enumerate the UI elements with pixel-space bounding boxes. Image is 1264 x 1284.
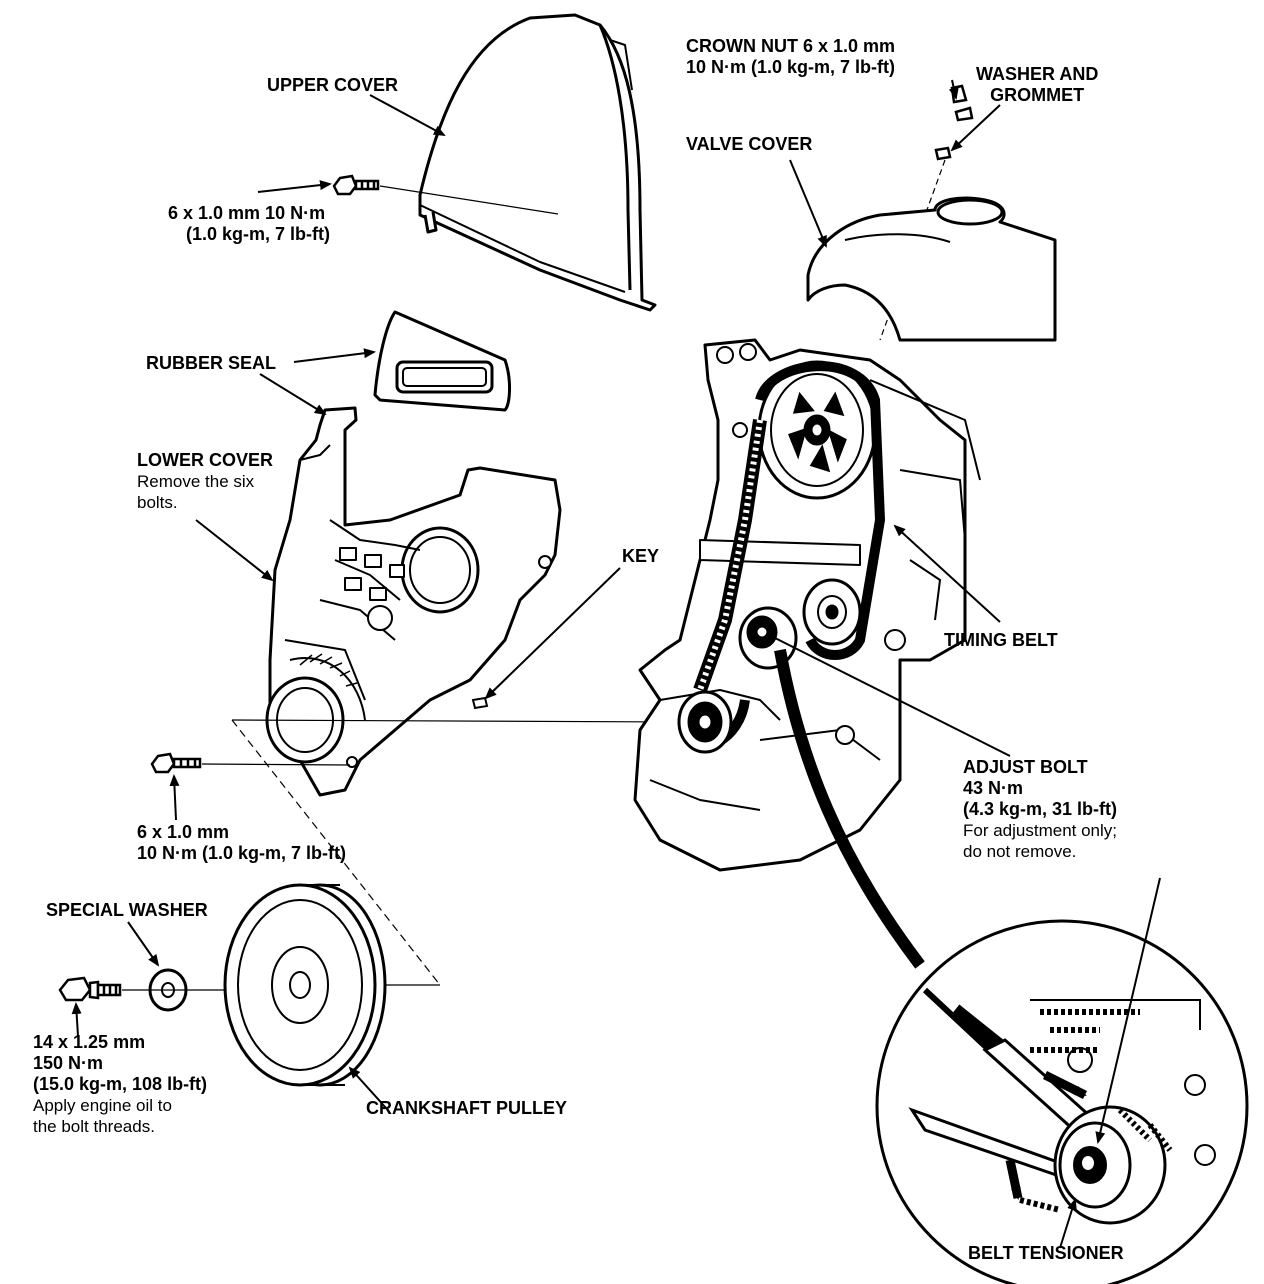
- lower-cover-part: [265, 406, 562, 797]
- arrow-timing-belt: [893, 524, 1001, 623]
- crown-nut-part: [934, 84, 974, 161]
- arrow-washer-grommet: [950, 104, 1001, 152]
- label-crank-bolt-spec: 14 x 1.25 mm 150 N·m (15.0 kg-m, 108 lb-…: [33, 1032, 207, 1137]
- arrow-crank-bolt: [71, 1002, 82, 1037]
- label-lower-cover: LOWER COVER Remove the six bolts.: [137, 450, 273, 513]
- label-adjust-bolt: ADJUST BOLT 43 N·m (4.3 kg-m, 31 lb-ft) …: [963, 757, 1117, 862]
- label-adjust-bolt-note-2: do not remove.: [963, 842, 1077, 861]
- arrow-upper-bolt: [257, 180, 332, 193]
- arrow-crown-nut: [948, 79, 959, 100]
- label-lower-bolt-size: 6 x 1.0 mm: [137, 822, 230, 842]
- crank-sprocket-part: [677, 690, 733, 754]
- upper-cover-part: [418, 13, 657, 312]
- label-special-washer: SPECIAL WASHER: [46, 900, 208, 920]
- detail-inset-contents: [908, 987, 1216, 1225]
- key-part: [471, 696, 489, 710]
- valve-cover-part: [806, 196, 1057, 342]
- label-crank-bolt-note-1: Apply engine oil to: [33, 1096, 172, 1115]
- arrow-belt-tensioner: [1059, 1198, 1077, 1249]
- label-washer-grommet: WASHER AND GROMMET: [976, 64, 1098, 106]
- label-crank-bolt-torque: 150 N·m: [33, 1053, 104, 1073]
- label-crown-nut: CROWN NUT 6 x 1.0 mm 10 N·m (1.0 kg-m, 7…: [686, 36, 895, 78]
- label-rubber-seal: RUBBER SEAL: [146, 353, 277, 373]
- arrow-valve-cover: [789, 159, 827, 248]
- upper-bolt-part: [332, 174, 380, 196]
- push-direction-arrow: [1005, 1159, 1023, 1200]
- label-grommet: GROMMET: [990, 85, 1085, 105]
- label-lower-bolt-torque: 10 N·m (1.0 kg-m, 7 lb-ft): [137, 843, 347, 863]
- label-crank-bolt-note-2: the bolt threads.: [33, 1117, 155, 1136]
- label-upper-bolt-size: 6 x 1.0 mm 10 N·m: [168, 203, 326, 223]
- label-crank-bolt-size: 14 x 1.25 mm: [33, 1032, 146, 1052]
- label-lower-bolt-spec: 6 x 1.0 mm 10 N·m (1.0 kg-m, 7 lb-ft): [137, 822, 346, 864]
- detail-pointer: [774, 648, 925, 969]
- arrow-special-washer: [127, 921, 160, 967]
- label-adjust-bolt-title: ADJUST BOLT: [963, 757, 1088, 777]
- lower-bolt-part: [150, 752, 202, 774]
- label-lower-cover-note-2: bolts.: [137, 493, 178, 512]
- arrow-rubber-seal-top: [293, 348, 376, 363]
- label-upper-cover: UPPER COVER: [267, 75, 399, 95]
- arrow-adjust-bolt: [774, 637, 1011, 757]
- label-adjust-bolt-torque: 43 N·m: [963, 778, 1024, 798]
- pump-pulley-part: [802, 578, 862, 646]
- crank-bolt-part: [58, 976, 122, 1002]
- arrow-lower-cover: [195, 519, 274, 582]
- arrow-lower-bolt: [169, 774, 180, 821]
- tighten-direction-arrow: [1042, 1070, 1088, 1100]
- label-upper-bolt-torque: (1.0 kg-m, 7 lb-ft): [186, 224, 331, 244]
- label-lower-cover-title: LOWER COVER: [137, 450, 274, 470]
- arrow-key: [484, 567, 621, 700]
- leader-arrows: [71, 79, 1161, 1249]
- label-valve-cover: VALVE COVER: [686, 134, 813, 154]
- arrow-crankshaft-pulley: [348, 1066, 387, 1109]
- label-washer-and: WASHER AND: [976, 64, 1099, 84]
- label-crown-nut-torque: 10 N·m (1.0 kg-m, 7 lb-ft): [686, 57, 896, 77]
- arrow-rubber-seal-lower: [259, 373, 327, 416]
- label-adjust-bolt-note-1: For adjustment only;: [963, 821, 1118, 840]
- label-lower-cover-note-1: Remove the six: [137, 472, 255, 491]
- cam-sprocket-part: [757, 360, 877, 500]
- label-timing-belt: TIMING BELT: [944, 630, 1058, 650]
- label-adjust-bolt-torque-alt: (4.3 kg-m, 31 lb-ft): [963, 799, 1118, 819]
- label-crank-bolt-torque-alt: (15.0 kg-m, 108 lb-ft): [33, 1074, 208, 1094]
- label-upper-bolt-spec: 6 x 1.0 mm 10 N·m (1.0 kg-m, 7 lb-ft): [168, 203, 330, 245]
- label-crown-nut-size: CROWN NUT 6 x 1.0 mm: [686, 36, 896, 56]
- arrow-upper-cover: [369, 94, 446, 136]
- label-crankshaft-pulley: CRANKSHAFT PULLEY: [366, 1098, 567, 1118]
- crankshaft-pulley-part: [223, 883, 387, 1087]
- label-belt-tensioner: BELT TENSIONER: [968, 1243, 1124, 1263]
- rubber-seal-part: [373, 310, 511, 412]
- label-key: KEY: [622, 546, 660, 566]
- arrow-adjust-bolt-detail: [1095, 877, 1161, 1144]
